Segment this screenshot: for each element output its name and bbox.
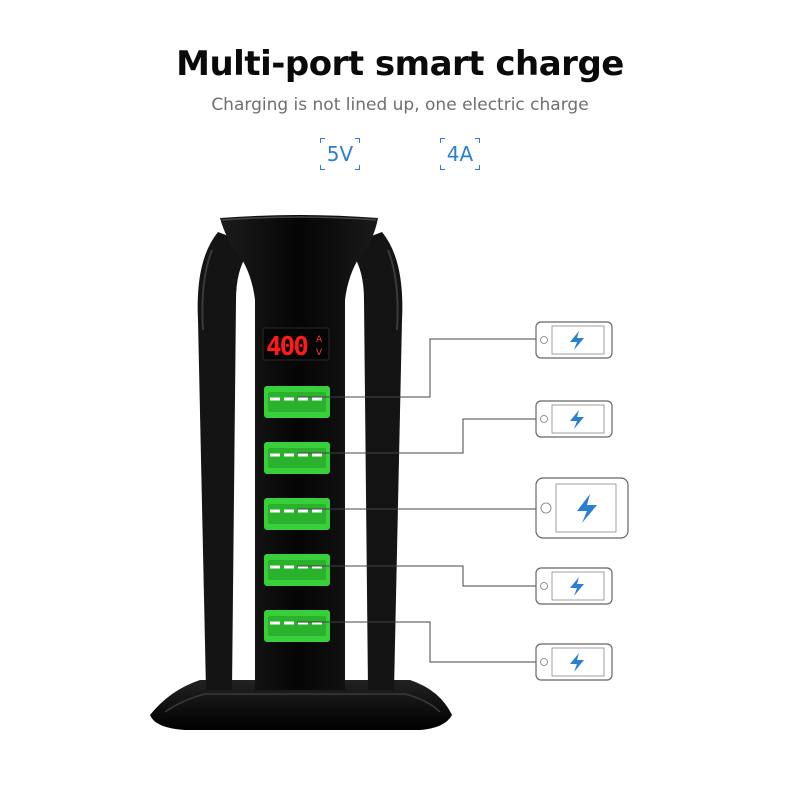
current-spec: 4A [440,138,480,170]
connector-line-5 [297,621,536,663]
lightning-bolt-icon [570,653,584,672]
led-display: 400 A V [262,327,330,362]
usb-port-2 [264,442,330,474]
voltage-spec: 5V [320,138,360,170]
lightning-bolt-icon [570,577,584,596]
connector-line-4 [297,565,536,587]
lightning-bolt-icon [570,331,584,350]
phone-3 [535,477,629,539]
lightning-bolt-icon [570,410,584,429]
usb-port-4 [264,554,330,586]
usb-port-3 [264,498,330,530]
usb-port-5 [264,610,330,642]
charger-side-wings [197,232,403,690]
voltage-spec-label: 5V [326,142,354,166]
charger-base [150,680,452,730]
connector-line-2 [297,418,536,454]
led-unit-amps: A [316,335,323,345]
current-spec-label: 4A [446,142,474,166]
led-unit-volts: V [316,348,323,358]
page-title: Multi-port smart charge [176,44,624,84]
usb-port-1 [264,386,330,418]
page-subtitle: Charging is not lined up, one electric c… [211,95,589,115]
phone-4 [535,567,613,605]
phone-2 [535,400,613,438]
phone-5 [535,643,613,681]
led-reading: 400 [266,332,308,362]
connector-line-1 [297,338,536,398]
phone-1 [535,321,613,359]
lightning-bolt-icon [577,494,597,523]
connector-lines [297,338,536,663]
